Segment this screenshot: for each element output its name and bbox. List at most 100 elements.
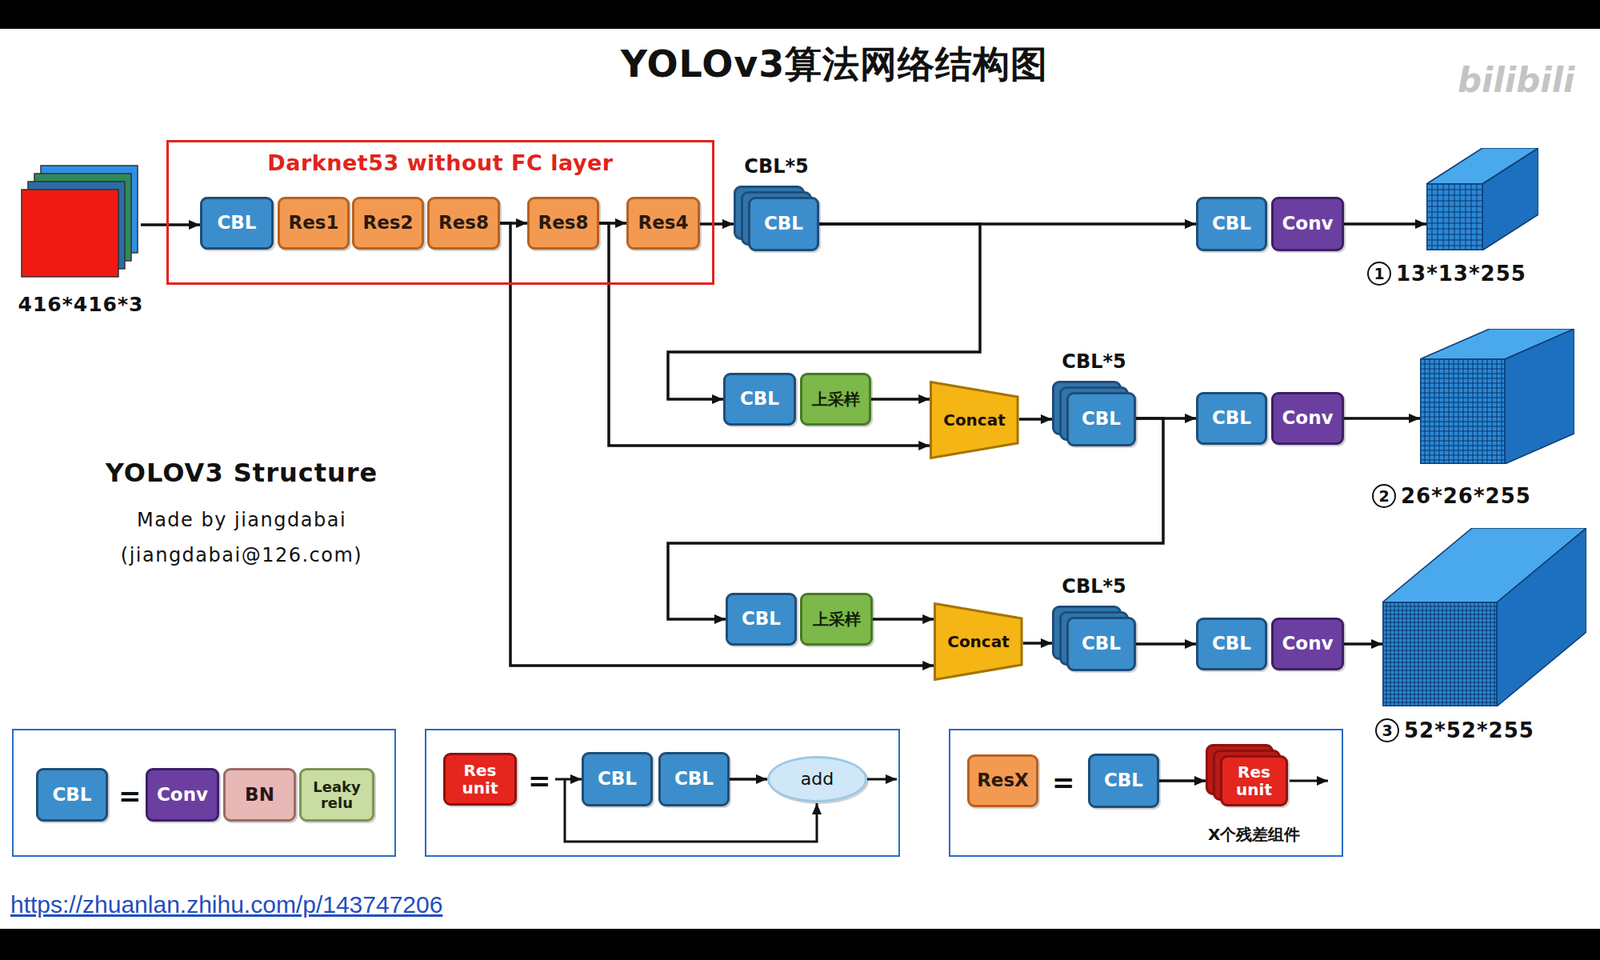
block-label: Conv [1281,213,1333,234]
stack-count: CBL*5 [709,155,844,178]
res-unit-block: Res unit [1205,744,1288,807]
input-wire [555,778,582,781]
block-label: Res1 [288,212,339,233]
connector [1023,641,1052,645]
conv-block: Conv [1271,392,1344,445]
cube-front [1420,359,1505,464]
cube-grid [1382,602,1497,707]
author-email: (jiangdabai@126.com) [120,544,363,567]
size-label: 26*26*255 [1400,484,1532,508]
block-label: add [800,769,834,789]
legend-panel: =CBLConvBNLeaky relu [12,728,396,857]
connector [1159,779,1206,783]
output-label: 352*52*255 [1375,718,1535,743]
cube-side [1482,148,1539,251]
size-label: 13*13*255 [1396,261,1527,286]
cbl-block: CBL [200,196,274,250]
block-label: Res8 [537,212,588,233]
block-label: ResX [976,770,1029,791]
stack-face: Res unit [1220,755,1288,807]
image-stack [20,164,141,278]
cbl-block: CBL [1196,196,1268,252]
cube-outline [1383,602,1497,706]
block-label: Res4 [637,212,688,233]
add-node: add [767,756,868,803]
leaky-relu-block: Leaky relu [299,768,375,822]
block-label: Conv [1281,408,1333,428]
connector [1344,642,1383,646]
block-label: CBL [1212,408,1252,428]
legend-panel: = X个残差组件 ResX CBL Res unit [948,728,1344,857]
block-label: CBL [740,388,780,409]
block-label: CBL [1081,408,1121,429]
cbl-block: CBL [581,752,653,807]
trapezoid [931,382,1019,459]
block-label: Conv [156,784,208,805]
conv-block: Conv [1271,617,1344,671]
cube-outline [1427,184,1483,250]
equals-sign: = [1052,766,1076,799]
output-tensor: 226*26*255 [1420,328,1575,464]
block-label: CBL [674,768,714,789]
res-block: Res1 [277,196,350,250]
source-url: https://zhuanlan.zhihu.com/p/143747206 [10,891,443,919]
block-label: Concat [947,632,1010,651]
connector [1344,416,1420,420]
bottom-bar [0,928,1600,960]
cbl-block: CBL [1196,392,1268,445]
block-label: CBL [52,784,92,805]
note-text: X个残差组件 [1208,824,1300,846]
diagram-title: YOLOv3算法网络结构图 [620,40,1049,90]
block-label: CBL [764,213,804,234]
connector [729,777,768,781]
cbl-block: CBL [658,752,730,807]
backbone-frame: Darknet53 without FC layerCBL Res1 Res2 Res… [166,140,715,285]
connector [1019,417,1052,421]
res-block: Res8 [527,196,600,250]
callout-number: 2 [1372,484,1396,508]
output-tensor: 352*52*255 [1382,528,1587,707]
connector [872,617,934,621]
tensor-cube [1420,328,1575,464]
block-label: Res8 [438,212,489,233]
res-block: ResX [967,754,1039,808]
block-label: BN [244,784,275,805]
block-label: CBL [597,768,637,789]
block-label: CBL [1104,770,1144,791]
res-block: Res4 [626,196,700,250]
block-label: Conv [1281,633,1333,654]
stack-face: CBL [748,196,820,252]
res-block: Res2 [352,196,424,250]
image-layer [21,189,119,277]
connector [500,223,934,666]
equals-sign: = [528,764,552,797]
frame-title: Darknet53 without FC layer [168,150,712,176]
conv-block: Conv [1271,196,1344,252]
connector [668,418,1164,620]
stack-face: CBL [1066,392,1136,447]
output-wire [1289,780,1328,783]
legend-panel: = Res unit CBL CBL add [424,728,900,857]
cube-grid [1426,184,1483,251]
author-note: Made by jiangdabai [136,508,347,532]
output-label: 226*26*255 [1372,484,1532,508]
block-label: Res unit [1225,763,1283,799]
callout-number: 1 [1367,261,1392,286]
size-label: 416*416*3 [0,292,165,316]
tensor-cube [1382,528,1587,707]
res-unit-block: Res unit [443,752,517,806]
top-bar [0,0,1600,29]
res-block: Res8 [427,196,500,250]
cube-side [1504,328,1575,464]
output-label: 113*13*255 [1367,261,1527,286]
concat-block: Concat [929,380,1020,460]
block-label: Res2 [362,212,413,233]
cube-outline [1420,359,1505,464]
connector [1344,222,1427,226]
block-label: CBL [741,608,781,629]
watermark: bilibili [1457,60,1576,100]
conv-block: Conv [145,768,220,822]
structure-title: YOLOV3 Structure [105,457,378,488]
cbl-block: CBL [36,768,108,822]
